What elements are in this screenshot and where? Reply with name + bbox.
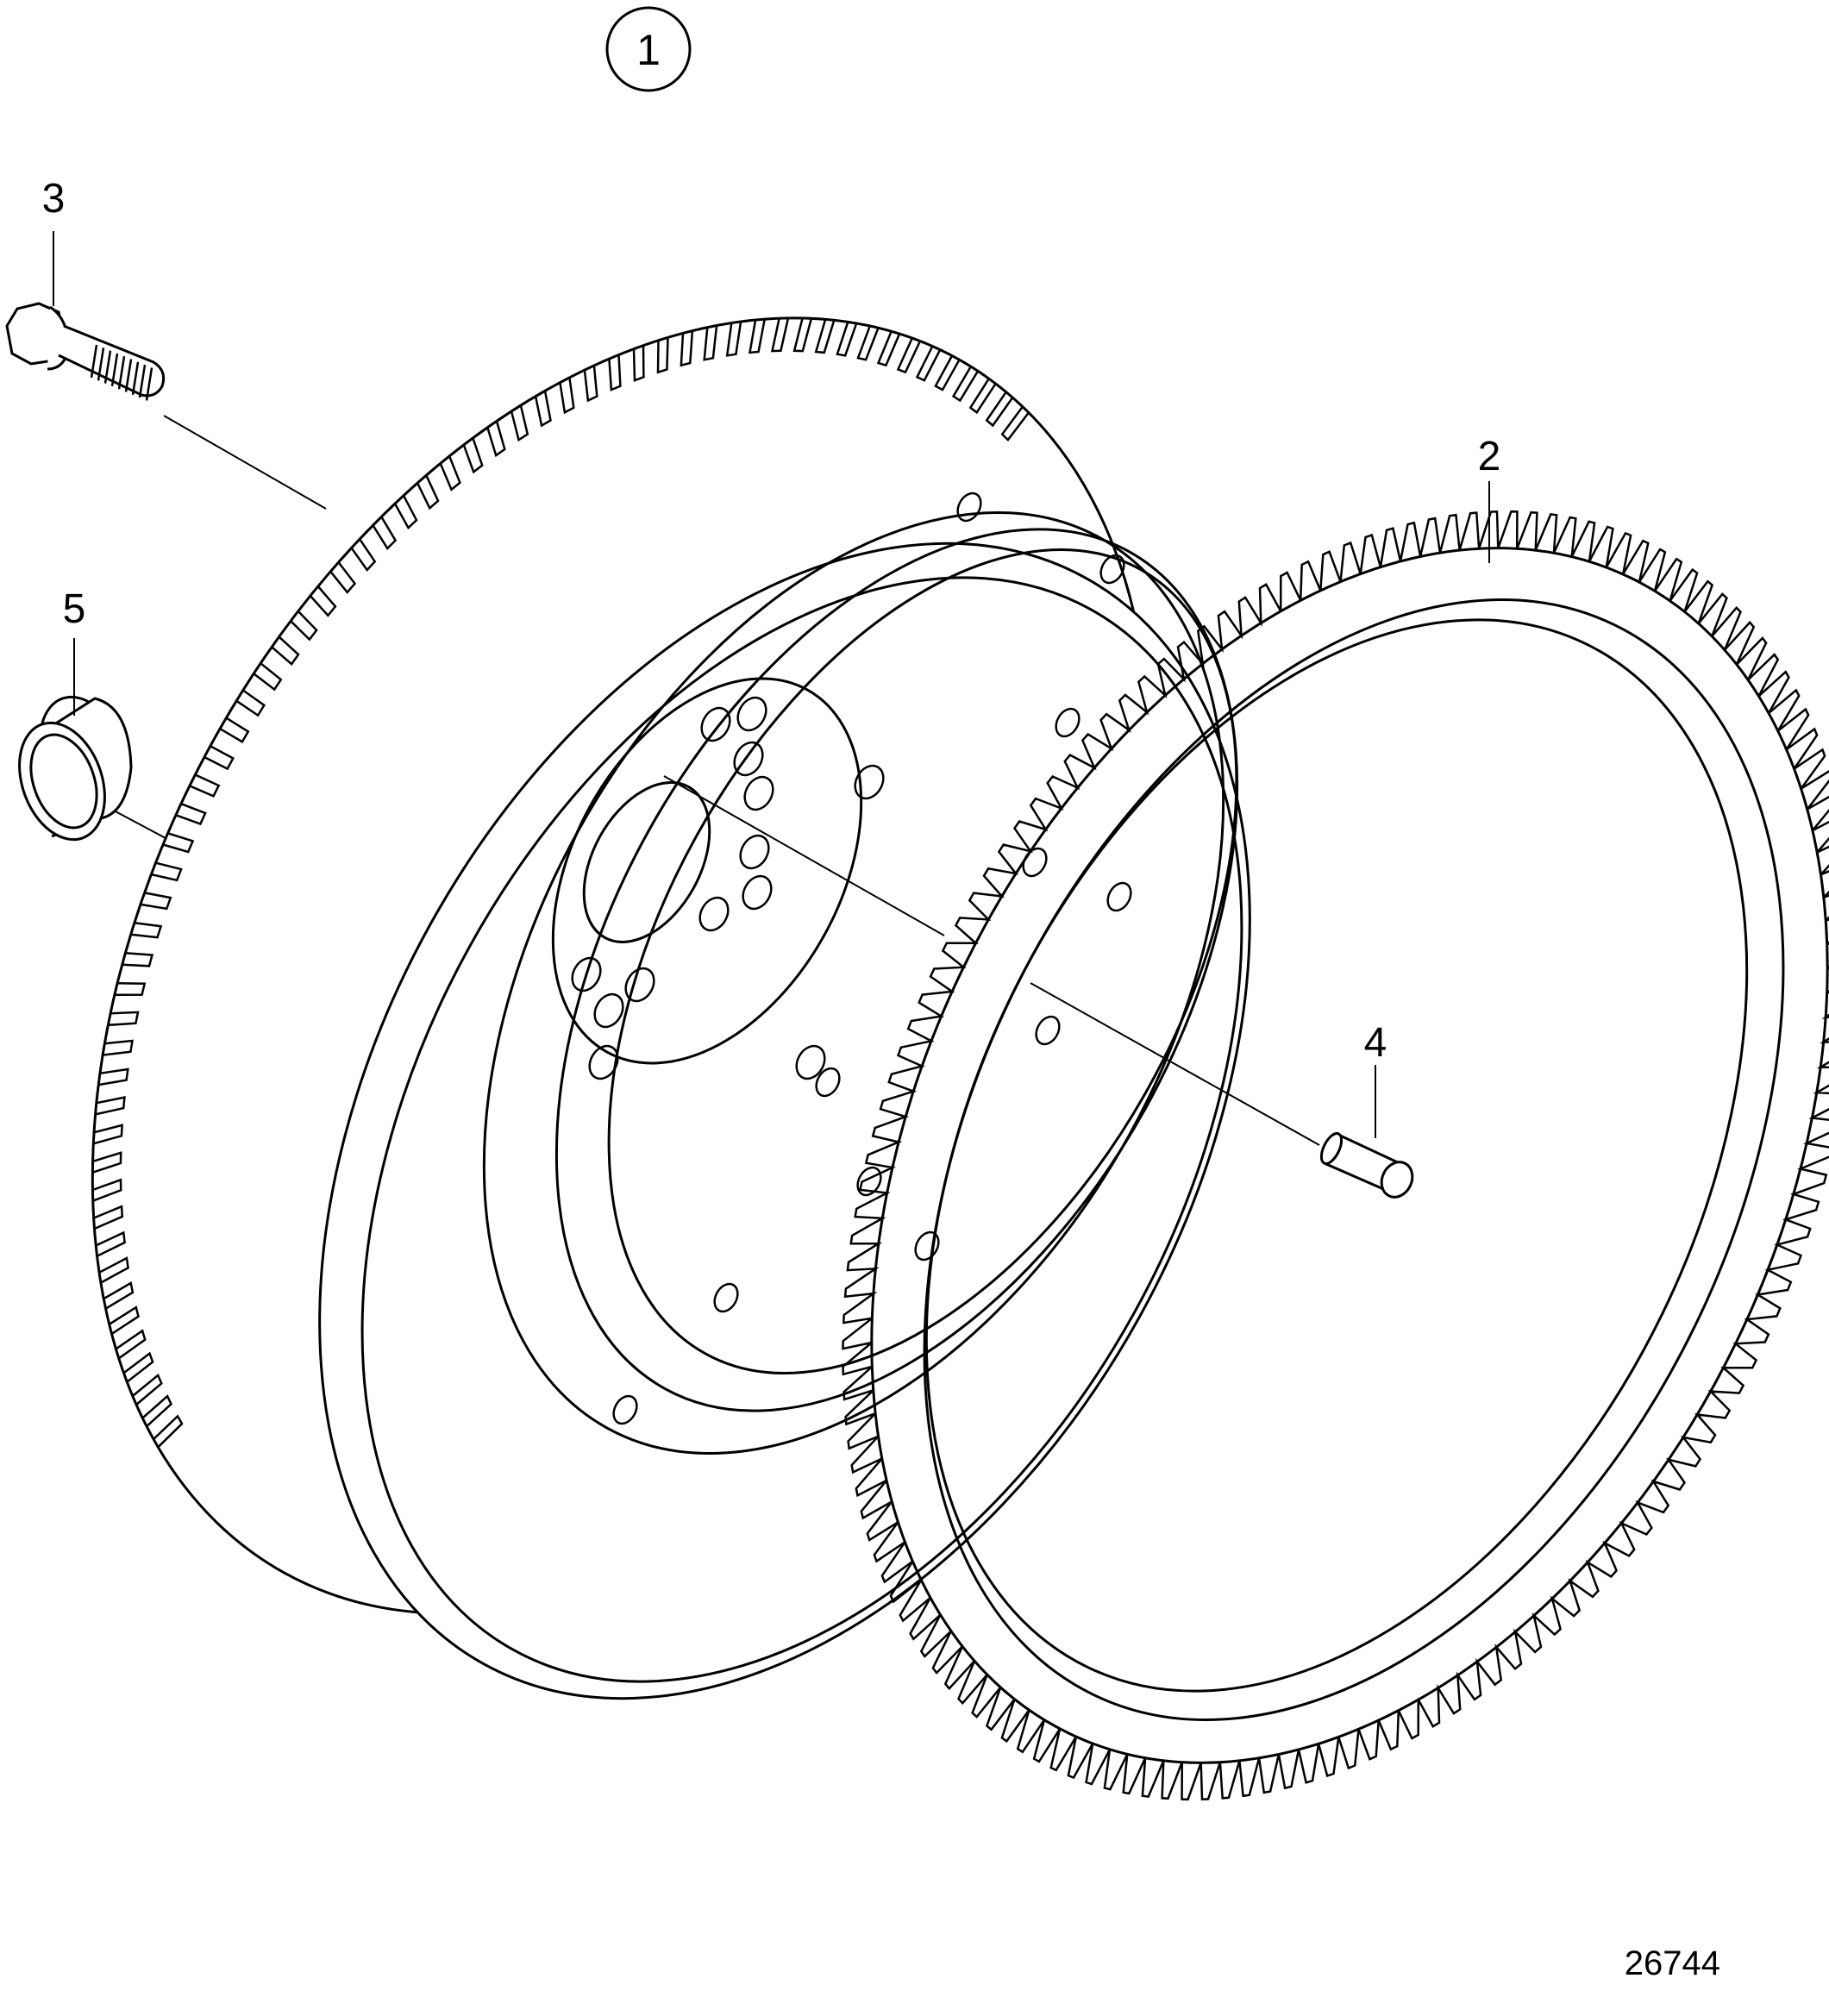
callout-4: 4 — [1364, 1020, 1387, 1066]
callout-3: 3 — [42, 176, 66, 222]
leader-line-plug-axis — [114, 811, 166, 838]
dowel-pin — [1318, 1130, 1419, 1202]
leader-line-bolt-axis — [164, 416, 326, 509]
callout-2: 2 — [1478, 434, 1501, 479]
figure-number: 26744 — [1625, 1944, 1720, 1982]
plug — [4, 685, 141, 851]
callout-5: 5 — [63, 586, 86, 632]
flywheel — [0, 133, 1440, 1860]
assembly-callout-number: 1 — [636, 26, 661, 74]
bolt-shank — [59, 326, 164, 396]
flywheel-bolt — [7, 304, 164, 400]
